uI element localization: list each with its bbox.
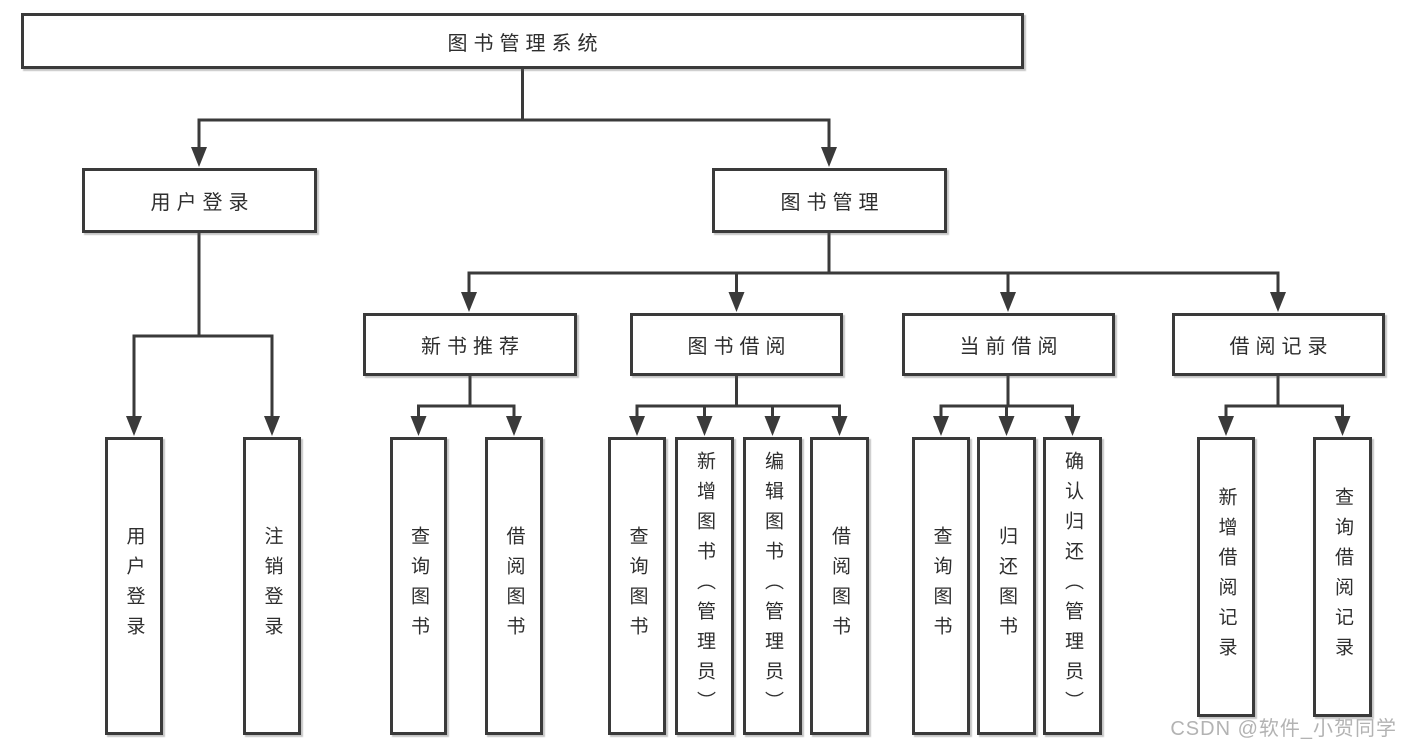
- leaf-borrow-books-recommend: 借阅图书: [485, 437, 543, 735]
- leaf-logout: 注销登录: [243, 437, 301, 735]
- watermark: CSDN @软件_小贺同学: [1170, 718, 1397, 740]
- arrowhead: [821, 147, 837, 167]
- node-current-borrow: 当前借阅: [902, 313, 1115, 376]
- arrowhead: [998, 416, 1015, 436]
- arrowhead: [1218, 416, 1234, 436]
- leaf-confirm-return-admin: 确认归还（管理员）: [1043, 437, 1102, 735]
- arrowhead: [1334, 416, 1351, 436]
- arrowhead: [410, 416, 427, 436]
- arrowhead: [506, 416, 522, 436]
- leaf-user-login: 用户登录: [105, 437, 163, 735]
- edge-new-book-recommend-to-leaves: [410, 374, 522, 436]
- edge-book-borrow-to-leaves: [629, 374, 848, 436]
- leaf-query-books-borrow: 查询图书: [608, 437, 666, 735]
- edge-book-management-to-level3: [461, 231, 1286, 312]
- leaf-return-book: 归还图书: [977, 437, 1036, 735]
- arrowhead: [831, 416, 848, 436]
- edge-borrow-record-to-leaves: [1218, 374, 1351, 436]
- arrowhead: [191, 147, 207, 167]
- leaf-add-borrow-record: 新增借阅记录: [1197, 437, 1255, 717]
- arrowhead: [461, 292, 477, 312]
- arrowhead: [264, 416, 280, 436]
- leaf-query-books-current: 查询图书: [912, 437, 970, 735]
- arrowhead: [728, 292, 745, 312]
- leaf-query-books-recommend: 查询图书: [390, 437, 447, 735]
- arrowhead: [1064, 416, 1081, 436]
- arrowhead: [696, 416, 713, 436]
- arrowhead: [1000, 292, 1016, 312]
- arrowhead: [1270, 292, 1286, 312]
- node-book-borrow: 图书借阅: [630, 313, 843, 376]
- arrowhead: [933, 416, 949, 436]
- edge-current-borrow-to-leaves: [933, 374, 1081, 436]
- node-root: 图书管理系统: [21, 13, 1024, 69]
- arrowhead: [126, 416, 142, 436]
- leaf-borrow-books: 借阅图书: [810, 437, 869, 735]
- node-user-login: 用户登录: [82, 168, 317, 233]
- node-book-management: 图书管理: [712, 168, 947, 233]
- arrowhead: [764, 416, 781, 436]
- node-borrow-record: 借阅记录: [1172, 313, 1385, 376]
- leaf-query-borrow-record: 查询借阅记录: [1313, 437, 1372, 717]
- arrowhead: [629, 416, 645, 436]
- node-new-book-recommend: 新书推荐: [363, 313, 577, 376]
- edge-root-to-level2: [191, 67, 837, 167]
- edge-user-login-to-leaves: [126, 231, 280, 436]
- leaf-edit-book-admin: 编辑图书（管理员）: [743, 437, 802, 735]
- leaf-add-book-admin: 新增图书（管理员）: [675, 437, 734, 735]
